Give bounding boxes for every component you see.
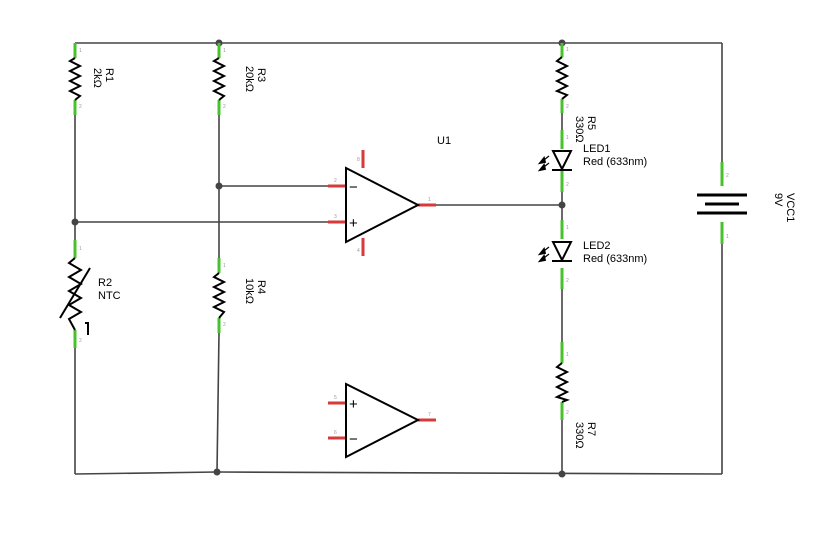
light-arrowhead-icon: [537, 247, 547, 256]
vcc1-ref: VCC1: [784, 193, 796, 222]
svg-text:2: 2: [566, 410, 569, 416]
svg-text:4: 4: [357, 248, 360, 254]
resistor-r4[interactable]: 1 2 R4 10kΩ: [211, 258, 267, 333]
svg-text:2: 2: [79, 338, 82, 344]
junctions: [71, 39, 566, 478]
resistor-zigzag-icon: [554, 56, 570, 100]
svg-text:2: 2: [79, 104, 82, 110]
svg-text:1: 1: [566, 352, 569, 358]
led1-value: Red (633nm): [583, 156, 647, 168]
thermistor-slash-icon: [59, 267, 91, 319]
junction-dot: [558, 470, 566, 478]
diode-triangle-icon: [551, 150, 573, 172]
battery-vcc1[interactable]: 2 1 VCC1 9V: [697, 162, 796, 244]
opamp-triangle-icon: [345, 166, 421, 244]
resistor-r5[interactable]: 1 2 R5 330Ω: [554, 43, 597, 143]
resistor-r1[interactable]: 1 2 R1 2kΩ: [67, 43, 115, 115]
diode-triangle-icon: [551, 241, 573, 263]
svg-text:1: 1: [566, 225, 569, 231]
svg-text:1: 1: [223, 263, 226, 269]
svg-text:1: 1: [79, 48, 82, 54]
light-arrowhead-icon: [537, 163, 547, 172]
svg-text:2: 2: [223, 104, 226, 110]
r5-value: 330Ω: [573, 116, 585, 143]
u1-minus-sign: −: [349, 179, 358, 196]
r2-ref: R2: [98, 277, 112, 289]
r2-value: NTC: [98, 290, 121, 302]
junction-dot: [558, 201, 566, 209]
svg-text:1: 1: [566, 47, 569, 53]
u1-plus-sign: +: [349, 215, 358, 232]
junction-dot: [213, 468, 221, 476]
vcc1-value: 9V: [772, 193, 784, 207]
junction-dot: [71, 218, 79, 226]
wire-r4-to-ground: [216, 332, 220, 473]
r3-value: 20kΩ: [243, 66, 255, 92]
r1-ref: R1: [103, 68, 115, 82]
r3-ref: R3: [255, 68, 267, 82]
light-arrowhead-icon: [537, 156, 547, 165]
svg-text:1: 1: [726, 234, 729, 240]
r4-ref: R4: [255, 280, 267, 294]
svg-text:8: 8: [357, 157, 360, 163]
spare-minus-sign: −: [349, 431, 358, 448]
resistor-r7[interactable]: 1 2 R7 330Ω: [554, 342, 597, 449]
svg-text:1: 1: [566, 135, 569, 141]
svg-text:3: 3: [334, 214, 337, 220]
wire-bottom-rail-left: [74, 471, 218, 475]
r1-value: 2kΩ: [91, 68, 103, 88]
svg-text:1: 1: [223, 48, 226, 54]
r5-ref: R5: [585, 116, 597, 130]
opamp-triangle-icon: [345, 382, 421, 459]
opamp-u1[interactable]: − + 8 4 2 3 1 U1: [328, 135, 451, 256]
opamp-spare[interactable]: + − 5 6 7: [328, 382, 436, 459]
led-led1[interactable]: 1 2 LED1 Red (633nm): [537, 130, 647, 192]
svg-text:1: 1: [79, 246, 82, 252]
svg-text:2: 2: [566, 104, 569, 110]
resistor-zigzag-icon: [67, 57, 83, 101]
svg-text:2: 2: [566, 278, 569, 284]
resistor-zigzag-icon: [554, 362, 571, 403]
u1-ref: U1: [437, 135, 451, 147]
led2-ref: LED2: [583, 240, 611, 252]
led1-ref: LED1: [583, 143, 611, 155]
svg-text:2: 2: [566, 182, 569, 188]
resistor-zigzag-icon: [211, 57, 227, 101]
spare-plus-sign: +: [349, 396, 358, 413]
resistor-r3[interactable]: 1 2 R3 20kΩ: [211, 43, 267, 115]
svg-text:2: 2: [334, 178, 337, 184]
light-arrowhead-icon: [537, 254, 547, 263]
svg-text:6: 6: [334, 430, 337, 436]
thermistor-r2[interactable]: 1 2 R2 NTC: [59, 240, 121, 348]
svg-text:2: 2: [726, 173, 729, 179]
resistor-zigzag-icon: [211, 272, 227, 319]
r7-value: 330Ω: [573, 422, 585, 449]
svg-text:1: 1: [428, 197, 431, 203]
r4-value: 10kΩ: [243, 278, 255, 304]
wire-bottom-rail-right: [216, 471, 723, 475]
thermistor-tail-icon: [85, 322, 89, 335]
svg-text:2: 2: [223, 322, 226, 328]
led2-value: Red (633nm): [583, 253, 647, 265]
r7-ref: R7: [585, 422, 597, 436]
led-led2[interactable]: 1 2 LED2 Red (633nm): [537, 220, 647, 289]
junction-dot: [215, 182, 223, 190]
svg-text:5: 5: [334, 395, 337, 401]
thermistor-zigzag-icon: [67, 257, 83, 331]
svg-text:7: 7: [428, 412, 431, 418]
